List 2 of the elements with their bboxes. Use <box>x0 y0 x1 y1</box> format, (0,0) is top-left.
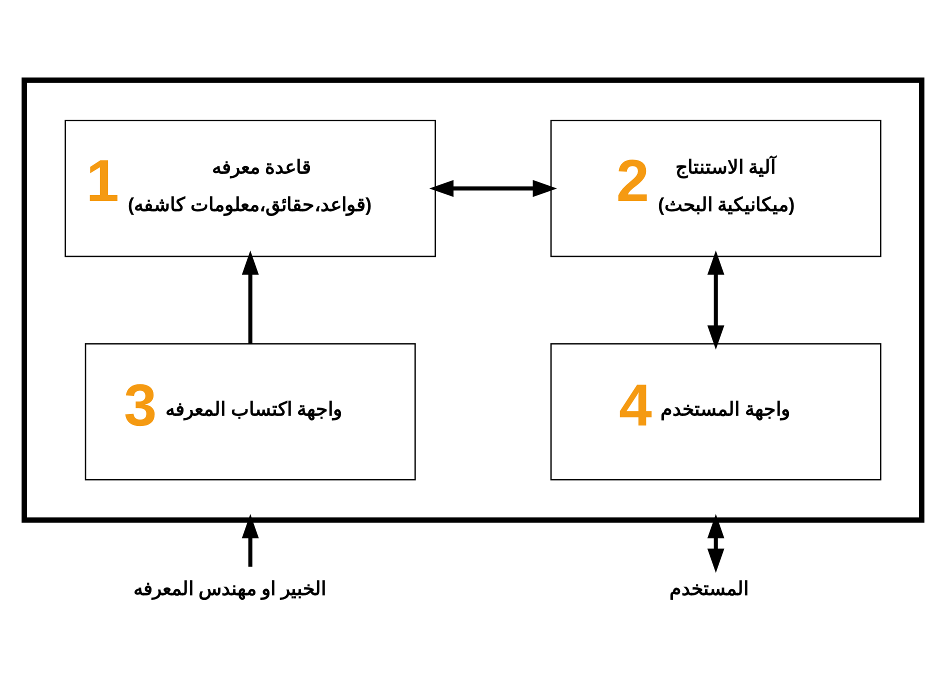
node-text: المستخدم <box>669 578 748 599</box>
node-text: الخبير او مهندس المعرفه <box>133 578 326 599</box>
